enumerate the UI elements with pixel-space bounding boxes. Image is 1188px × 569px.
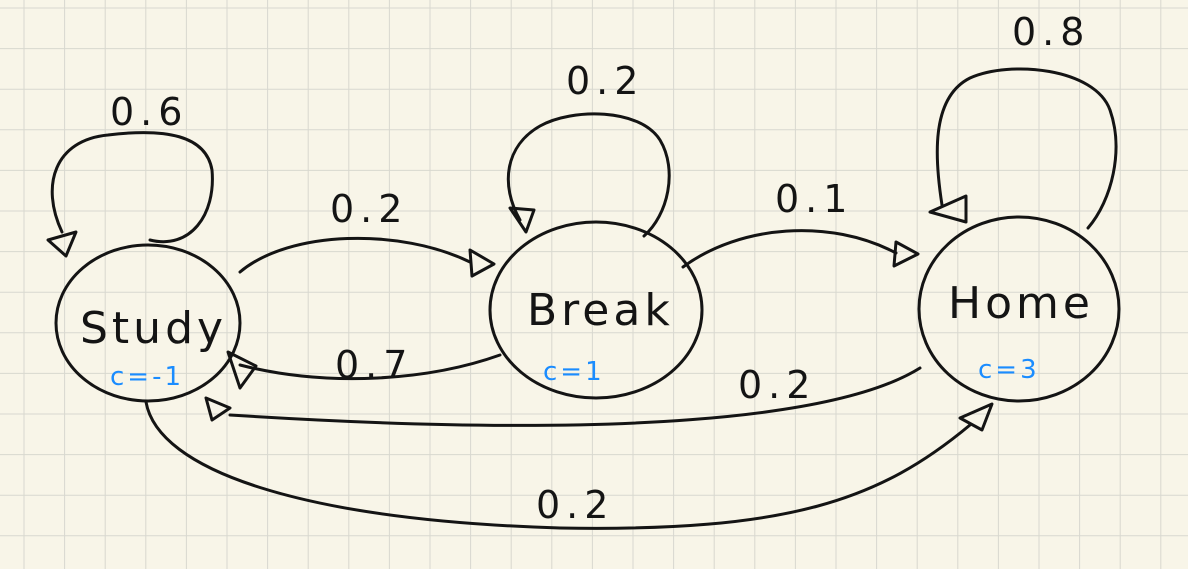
arrowhead-study-study-icon xyxy=(46,230,78,258)
state-study-cost: c=-1 xyxy=(110,362,184,392)
state-home-name: Home xyxy=(948,278,1094,329)
arrowhead-home-study-icon xyxy=(204,396,232,422)
prob-break-home: 0.1 xyxy=(775,177,853,221)
arrowhead-study-home-icon xyxy=(958,402,994,432)
state-break-name: Break xyxy=(527,285,674,336)
state-break-circle xyxy=(488,220,704,400)
loop-study-study xyxy=(50,131,214,244)
arc-study-break xyxy=(238,236,472,274)
arc-break-home xyxy=(681,229,898,269)
loop-break-break xyxy=(506,112,671,238)
state-study-circle xyxy=(54,243,242,403)
arrowhead-break-home-icon xyxy=(892,240,920,268)
loop-home-home xyxy=(935,67,1118,230)
edge-break-home: 0.1 xyxy=(681,177,920,269)
edge-home-home: 0.8 xyxy=(928,10,1118,230)
arrowhead-home-home-icon xyxy=(928,194,968,224)
edge-break-study: 0.7 xyxy=(226,343,502,390)
prob-study-break: 0.2 xyxy=(330,187,408,231)
arc-study-home xyxy=(144,400,972,530)
state-study-name: Study xyxy=(80,303,227,354)
prob-home-study: 0.2 xyxy=(738,363,816,407)
prob-home-home: 0.8 xyxy=(1012,10,1090,54)
edge-study-home: 0.2 xyxy=(144,400,994,530)
edge-study-study: 0.6 xyxy=(46,90,214,258)
state-break-cost: c=1 xyxy=(543,357,605,387)
state-home-circle xyxy=(917,215,1121,403)
prob-break-break: 0.2 xyxy=(566,59,644,103)
edge-study-break: 0.2 xyxy=(238,187,496,278)
state-break: Break c=1 xyxy=(488,220,704,400)
arc-break-study xyxy=(238,353,502,381)
state-study: Study c=-1 xyxy=(54,243,242,403)
edge-home-study: 0.2 xyxy=(204,363,922,427)
prob-break-study: 0.7 xyxy=(335,343,413,387)
state-home-cost: c=3 xyxy=(978,355,1040,385)
arrowhead-break-break-icon xyxy=(508,206,536,234)
edge-break-break: 0.2 xyxy=(506,59,671,238)
arc-home-study xyxy=(228,366,922,427)
arrowhead-study-break-icon xyxy=(468,248,496,278)
state-home: Home c=3 xyxy=(917,215,1121,403)
prob-study-home: 0.2 xyxy=(536,483,614,527)
prob-study-study: 0.6 xyxy=(110,90,188,134)
arrowhead-break-study-icon xyxy=(226,350,258,390)
